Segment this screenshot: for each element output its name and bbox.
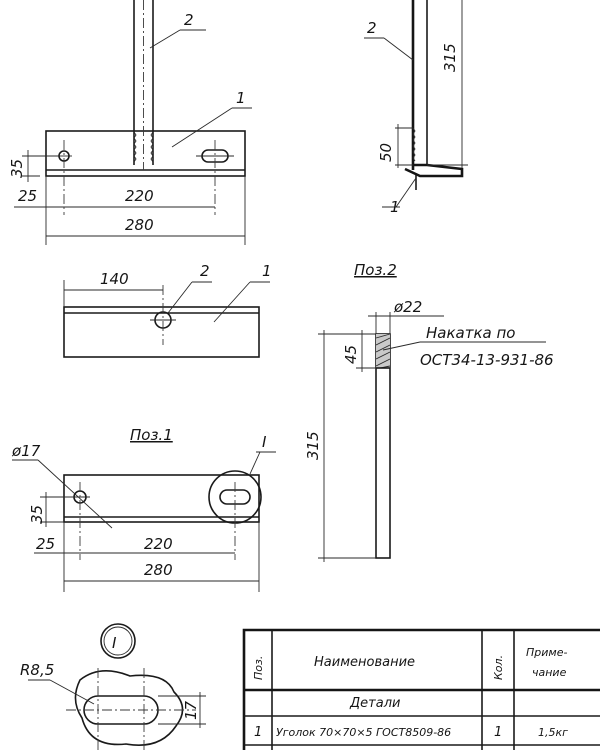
leader-pos2 <box>149 29 181 49</box>
part-2-diameter: ø22 <box>393 298 422 316</box>
part-1-detail-callout: I <box>262 433 267 451</box>
table-row-qty: 1 <box>494 725 502 740</box>
table-header-qty: Кол. <box>492 655 505 680</box>
part-1-hole-diameter: ø17 <box>11 442 41 460</box>
top-label-pos1: 1 <box>262 262 272 280</box>
dim-220-front: 220 <box>125 187 154 205</box>
top-label-pos2: 2 <box>200 262 210 280</box>
part-2-dim-45: 45 <box>342 345 360 364</box>
part-1-dim-220: 220 <box>144 535 173 553</box>
part-2-title: Поз.2 <box>354 261 397 279</box>
dim-280-front: 280 <box>125 216 154 234</box>
detail-I-badge <box>100 623 136 659</box>
table-row-name: Уголок 70×70×5 ГОСТ8509-86 <box>276 726 451 739</box>
top-angle-outline <box>63 306 260 358</box>
table-header-note-2: чание <box>532 666 567 679</box>
side-label-pos1: 1 <box>390 198 400 216</box>
table-row-pos: 1 <box>254 725 262 740</box>
part-2-note-line1: Накатка по <box>426 324 515 342</box>
leader-pos1 <box>171 107 233 148</box>
table-header-pos: Поз. <box>252 656 265 680</box>
detail-I-view: I R8,5 17 <box>20 623 206 750</box>
part-2-view: Поз.2 ø22 45 315 Накатка по ОСТ34-13-931… <box>304 261 554 562</box>
part-1-dim-25: 25 <box>36 535 55 553</box>
assembly-side-view: 315 50 2 1 <box>364 0 468 216</box>
dim-140-top: 140 <box>100 270 129 288</box>
part-1-detail-leader <box>249 451 261 475</box>
part-1-outline <box>63 474 260 523</box>
top-leader-pos1 <box>213 281 251 323</box>
top-leader-pos2 <box>167 281 193 314</box>
side-leader-pos2 <box>383 37 414 61</box>
side-leader-pos1 <box>395 177 417 208</box>
part-1-title: Поз.1 <box>130 426 173 444</box>
parts-table: Поз. Наименование Кол. Приме- чание Дета… <box>242 628 600 750</box>
table-header-name: Наименование <box>314 655 415 670</box>
dim-25-front: 25 <box>18 187 37 205</box>
part-2-knurl-hatch <box>375 333 391 369</box>
part-2-knurl-area <box>376 334 390 368</box>
assembly-top-view: 140 2 1 <box>63 262 272 358</box>
side-label-pos2: 2 <box>367 19 377 37</box>
side-angle-profile <box>404 163 464 178</box>
detail-I-radius-leader <box>49 679 95 705</box>
part-1-dim-280: 280 <box>144 561 173 579</box>
part-1-view: Поз.1 ø17 I 35 25 220 280 <box>11 426 276 592</box>
detail-I-radius: R8,5 <box>20 661 54 679</box>
part-2-note-leader <box>382 341 421 351</box>
part-1-dia-leader <box>37 459 113 529</box>
side-knurl-marks <box>412 127 416 162</box>
label-pos1: 1 <box>236 89 246 107</box>
dim-35-front: 35 <box>8 159 26 178</box>
detail-I-slot-width: 17 <box>182 700 200 720</box>
rod-knurl-marks <box>133 131 154 163</box>
part-2-dim-315: 315 <box>304 431 322 460</box>
detail-I-badge-inner <box>103 626 133 656</box>
table-row-note: 1,5кг <box>538 726 568 739</box>
table-header-note-1: Приме- <box>526 646 567 659</box>
dim-50-side: 50 <box>377 143 395 162</box>
assembly-front-view: 2 1 35 25 220 280 <box>8 0 252 245</box>
detail-I-label: I <box>112 634 117 652</box>
label-pos2: 2 <box>184 11 194 29</box>
part-2-note-line2: ОСТ34-13-931-86 <box>420 351 554 369</box>
part-1-dim-35: 35 <box>28 505 46 524</box>
detail-I-break-outline <box>74 670 184 746</box>
table-section-title: Детали <box>349 696 400 711</box>
angle-plate-outline <box>45 130 246 177</box>
dim-315-side: 315 <box>441 43 459 72</box>
